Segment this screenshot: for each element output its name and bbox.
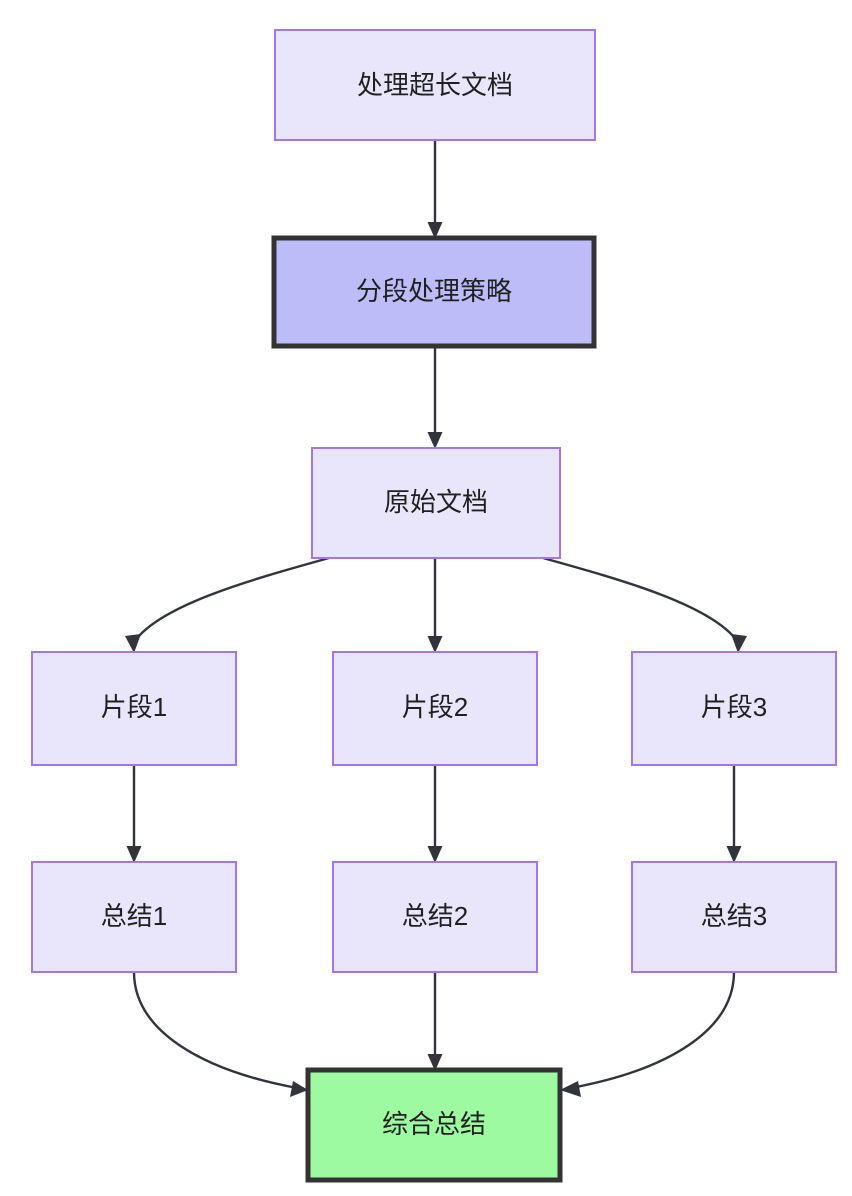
node-label: 片段2 [402,692,468,722]
node-original-document[interactable]: 原始文档 [311,447,561,559]
node-label: 分段处理策略 [356,276,512,306]
edge-n4-n7 [126,765,142,863]
edge-line [570,971,736,1090]
edge-n8-n10 [427,972,443,1071]
node-label: 原始文档 [384,487,488,517]
node-summary-1[interactable]: 总结1 [31,861,237,973]
node-box[interactable] [332,861,538,973]
arrow-head-icon [126,846,142,863]
edge-n5-n8 [427,765,443,863]
edge-line [132,971,298,1090]
node-box[interactable] [311,447,561,559]
node-label: 片段1 [101,692,167,722]
edge-n1-n2 [427,140,443,239]
edge-n3-n5 [427,558,443,653]
arrow-head-icon [726,846,742,863]
edge-n3-n4 [125,556,330,653]
node-fragment-2[interactable]: 片段2 [332,651,538,766]
node-box[interactable] [305,1067,563,1183]
node-label: 片段3 [701,692,767,722]
node-fragment-1[interactable]: 片段1 [31,651,237,766]
node-layer: 处理超长文档 分段处理策略 原始文档 片段1 片段2 片段3 总结1 [31,29,837,1183]
arrow-head-icon [427,1054,443,1071]
edge-n2-n3 [427,346,443,449]
node-box[interactable] [332,651,538,766]
node-box[interactable] [274,29,596,141]
arrow-head-icon [290,1081,308,1097]
arrow-head-icon [125,634,141,653]
node-box[interactable] [31,651,237,766]
node-summary-3[interactable]: 总结3 [631,861,837,973]
node-box[interactable] [31,861,237,973]
node-summary-2[interactable]: 总结2 [332,861,538,973]
node-label: 总结2 [402,901,468,931]
arrow-head-icon [427,432,443,449]
arrow-head-icon [731,634,747,653]
edge-n7-n10 [132,971,308,1097]
node-box[interactable] [631,861,837,973]
edge-line [133,556,330,643]
node-box[interactable] [271,235,597,349]
node-label: 总结3 [701,901,767,931]
edge-n9-n10 [560,971,736,1097]
node-label: 总结1 [101,901,167,931]
edge-n3-n6 [542,556,747,653]
node-process-long-document[interactable]: 处理超长文档 [274,29,596,141]
arrow-head-icon [427,222,443,239]
edge-line [542,556,739,643]
node-chunking-strategy[interactable]: 分段处理策略 [271,235,597,349]
node-comprehensive-summary[interactable]: 综合总结 [305,1067,563,1183]
node-label: 处理超长文档 [357,70,513,100]
node-label: 综合总结 [382,1109,486,1139]
node-fragment-3[interactable]: 片段3 [631,651,837,766]
arrow-head-icon [560,1081,581,1097]
edge-n6-n9 [726,765,742,863]
node-box[interactable] [631,651,837,766]
arrow-head-icon [427,636,443,653]
arrow-head-icon [427,846,443,863]
edge-layer [125,140,747,1097]
